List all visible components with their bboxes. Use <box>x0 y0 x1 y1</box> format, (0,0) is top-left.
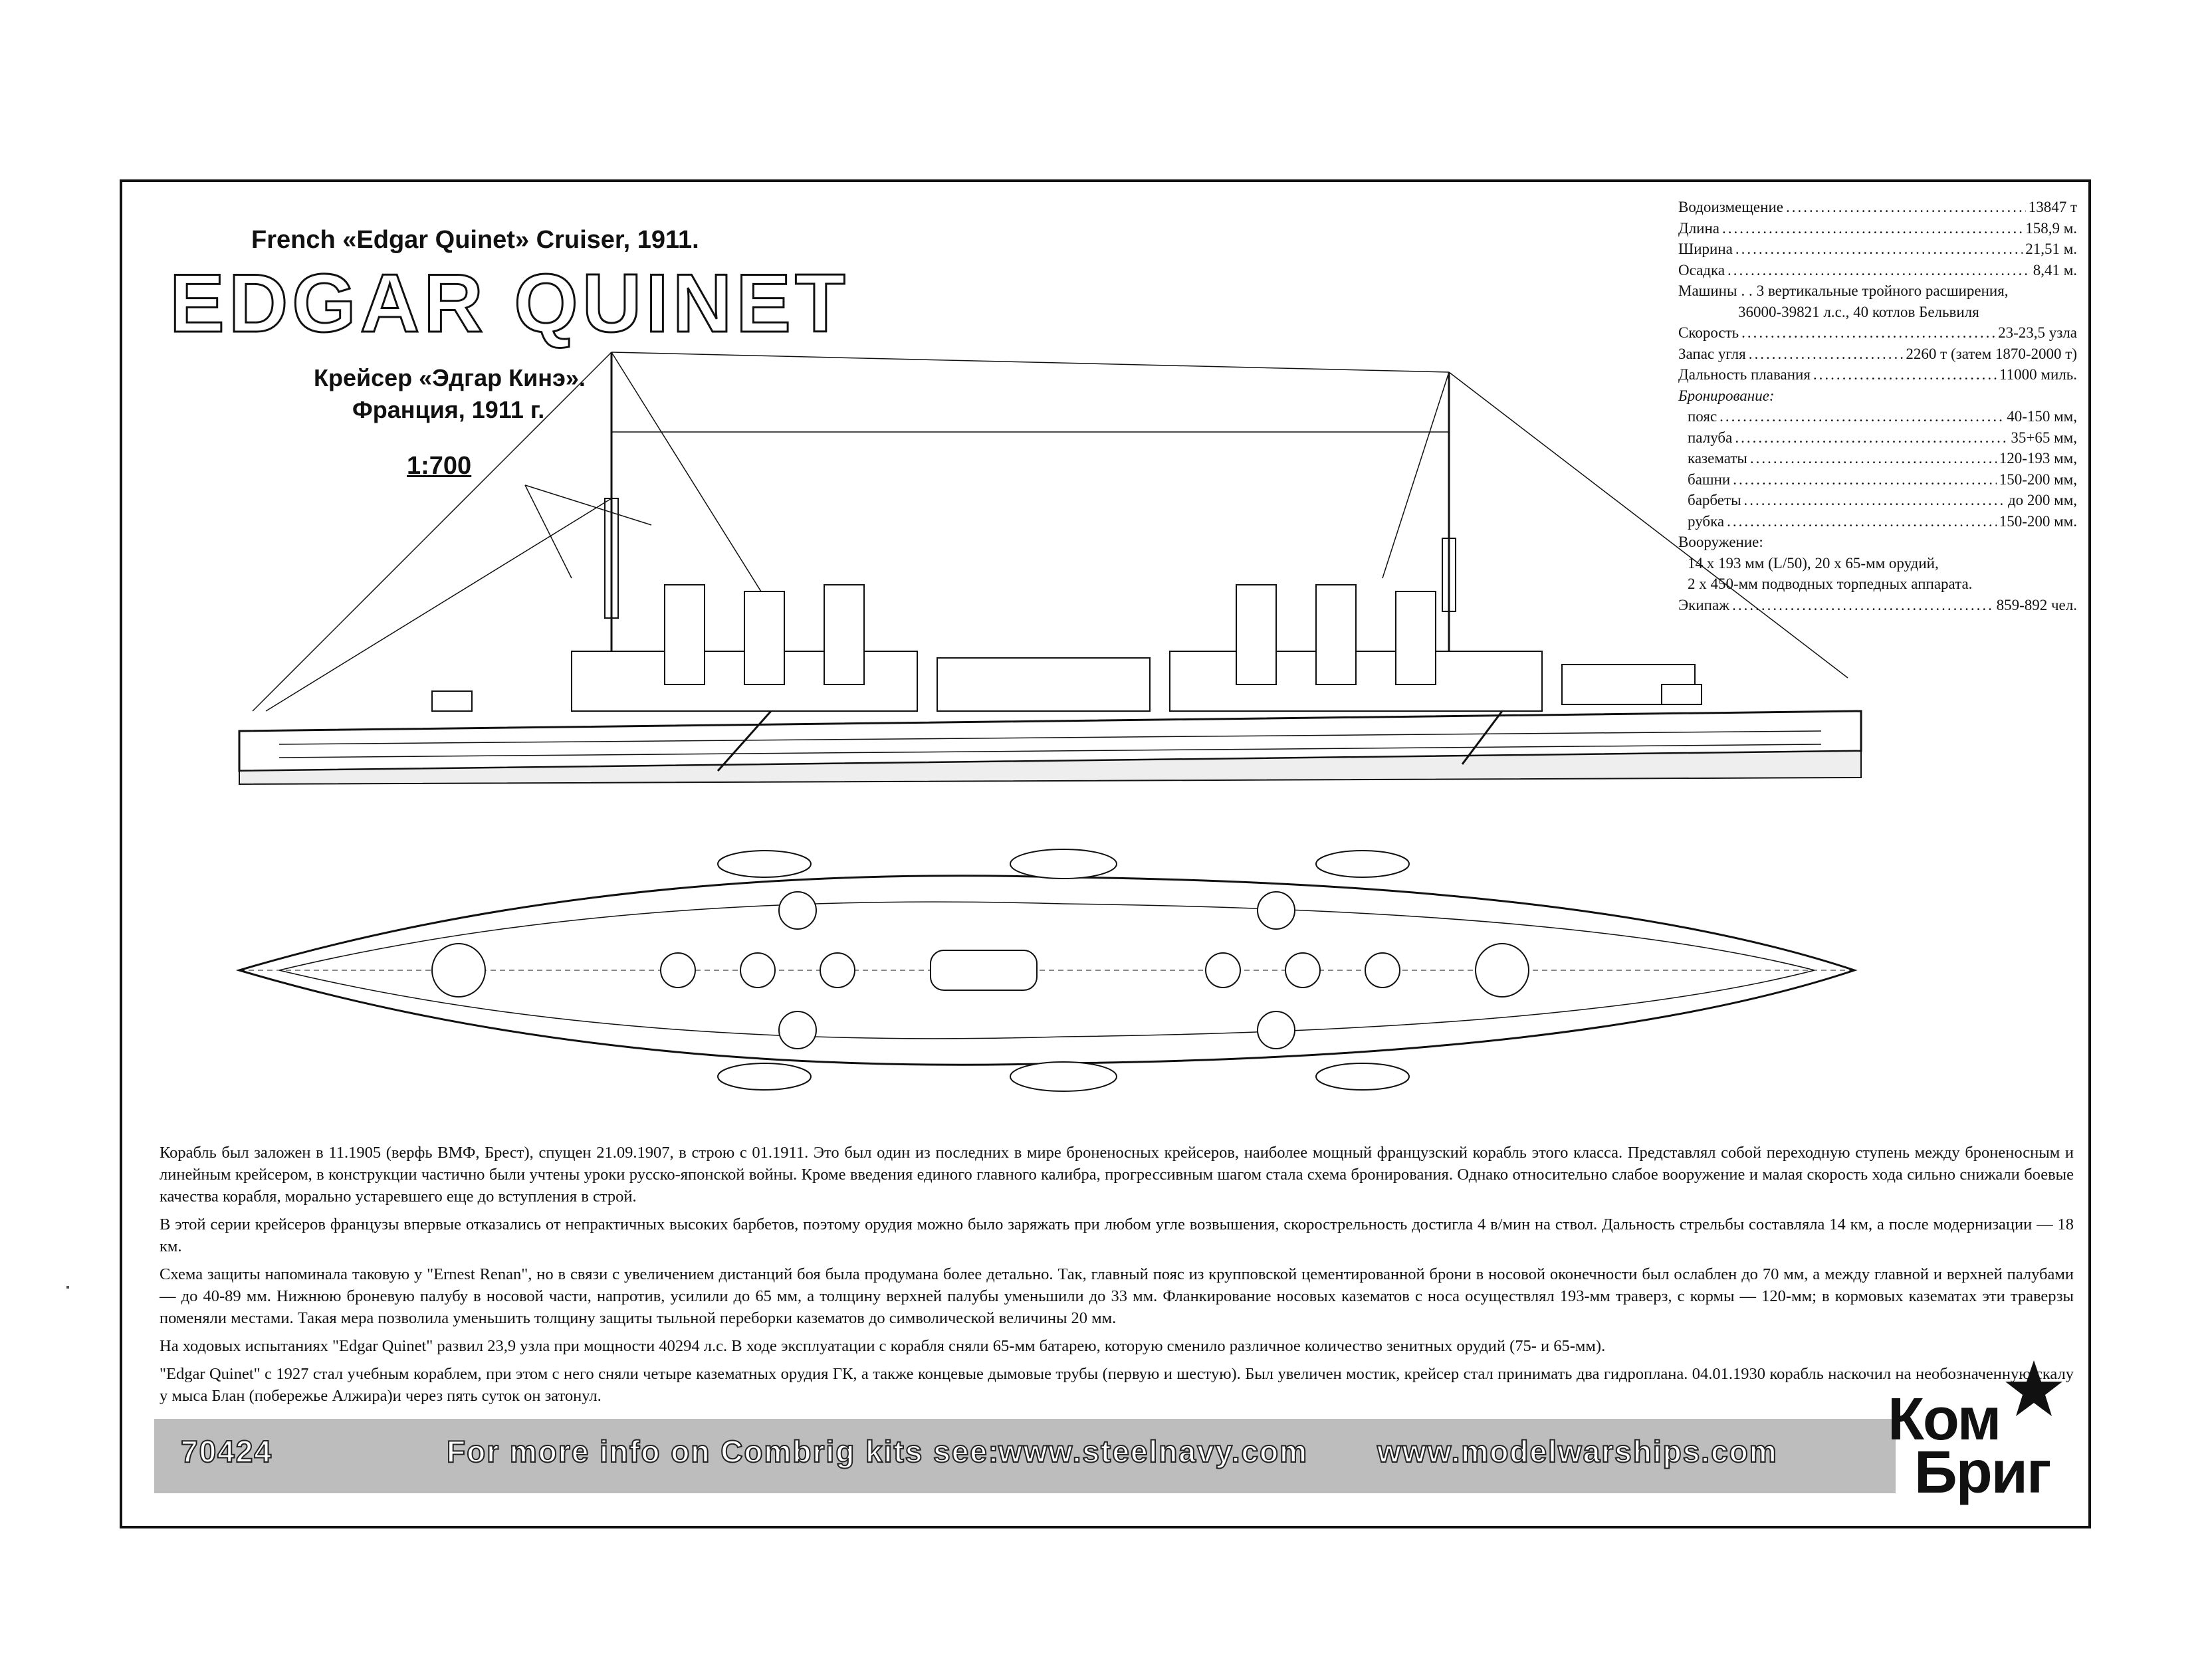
logo-text-line2: Бриг <box>1914 1439 2051 1506</box>
subtitle-english: French «Edgar Quinet» Cruiser, 1911. <box>251 226 699 254</box>
spec-machinery: Машины. .3 вертикальные тройного расшире… <box>1678 282 2009 299</box>
spec-draught: Осадка8,41 м. <box>1678 260 2077 281</box>
description-text: Корабль был заложен в 11.1905 (верфь ВМФ… <box>160 1142 2074 1413</box>
drawing-frame <box>120 179 2091 1528</box>
description-paragraph: Схема защиты напоминала таковую у "Ernes… <box>160 1265 2074 1327</box>
plan-view-drawing <box>235 849 1858 1092</box>
spec-range: Дальность плавания11000 миль. <box>1678 364 2077 385</box>
spec-beam: Ширина21,51 м. <box>1678 239 2077 260</box>
spec-displacement: Водоизмещение13847 т <box>1678 197 2077 218</box>
spec-casemates: казематы120-193 мм, <box>1678 448 2077 469</box>
specifications-table: Водоизмещение13847 т Длина158,9 м. Ширин… <box>1678 197 2077 615</box>
spec-armament-line2: 2 х 450-мм подводных торпедных аппарата. <box>1688 576 1973 592</box>
website-link-steelnavy[interactable]: www.steelnavy.com <box>998 1433 1309 1469</box>
scale-label: 1:700 <box>407 452 472 480</box>
spec-turrets: башни150-200 мм, <box>1678 469 2077 490</box>
spec-length: Длина158,9 м. <box>1678 218 2077 239</box>
website-link-modelwarships[interactable]: www.modelwarships.com <box>1377 1433 1778 1469</box>
spec-armor-heading: Бронирование: <box>1678 387 1775 404</box>
subtitle-russian-line1: Крейсер «Эдгар Кинэ». <box>314 364 586 391</box>
spec-armament-heading: Вооружение: <box>1678 534 1763 550</box>
spec-barbettes: барбетыдо 200 мм, <box>1678 490 2077 511</box>
spec-crew: Экипаж859-892 чел. <box>1678 595 2077 616</box>
logo-text-line1: Ком <box>1888 1386 2001 1453</box>
description-paragraph: На ходовых испытаниях "Edgar Quinet" раз… <box>160 1337 1606 1355</box>
description-paragraph: "Edgar Quinet" с 1927 стал учебным кораб… <box>160 1365 2074 1405</box>
margin-dot <box>66 1286 69 1289</box>
ship-drawings <box>235 352 1862 1092</box>
subtitle-russian-line2: Франция, 1911 г. <box>352 396 545 423</box>
combrig-logo: Ком Бриг <box>1874 1359 2074 1506</box>
spec-deck: палуба35+65 мм, <box>1678 427 2077 449</box>
spec-armament-line1: 14 х 193 мм (L/50), 20 х 65-мм орудий, <box>1688 554 1939 572</box>
side-profile-drawing <box>238 352 1862 786</box>
footer-banner: 70424 For more info on Combrig kits see:… <box>154 1419 1896 1493</box>
description-paragraph: В этой серии крейсеров французы впервые … <box>160 1215 2074 1255</box>
spec-coal: Запас угля2260 т (затем 1870-2000 т) <box>1678 344 2077 365</box>
spec-belt: пояс40-150 мм, <box>1678 406 2077 427</box>
description-paragraph: Корабль был заложен в 11.1905 (верфь ВМФ… <box>160 1144 2074 1206</box>
spec-conning-tower: рубка150-200 мм. <box>1678 511 2077 532</box>
ship-name-title: EDGAR QUINET <box>169 258 849 350</box>
spec-speed: Скорость23-23,5 узла <box>1678 322 2077 344</box>
star-logo-icon <box>2005 1360 2062 1416</box>
spec-machinery-cont: 36000-39821 л.с., 40 котлов Бельвиля <box>1738 303 1979 320</box>
more-info-text: For more info on Combrig kits see: <box>446 1433 1000 1469</box>
kit-number: 70424 <box>180 1433 273 1469</box>
